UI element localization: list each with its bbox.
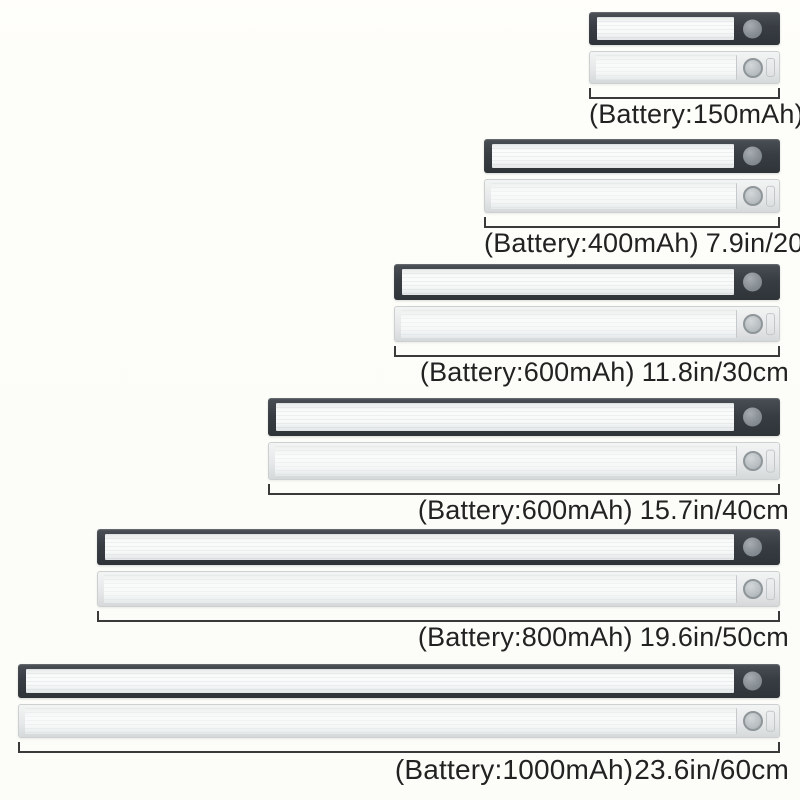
- light-bar-black-variant: [589, 12, 780, 45]
- light-bar-silver-variant: [97, 571, 780, 607]
- led-diffuser: [401, 310, 737, 338]
- battery-capacity-text: (Battery:150mAh): [589, 99, 800, 129]
- length-text: 19.6in/50cm: [639, 622, 789, 652]
- motion-sensor-icon: [743, 537, 762, 557]
- light-bar-silver-variant: [589, 51, 780, 84]
- led-diffuser: [492, 144, 734, 168]
- motion-sensor-icon: [743, 272, 762, 292]
- motion-sensor-icon: [743, 146, 762, 166]
- led-diffuser: [276, 403, 734, 431]
- battery-capacity-text: (Battery:800mAh): [417, 622, 633, 652]
- size-variant-row-10cm: (Battery:150mAh)3.9in/10cm: [589, 12, 800, 129]
- length-text: 15.7in/40cm: [639, 495, 789, 525]
- size-variant-row-20cm: (Battery:400mAh)7.9in/20cm: [484, 139, 800, 258]
- light-bar-black-variant: [268, 398, 780, 436]
- led-diffuser: [491, 183, 737, 209]
- dimension-bracket: [484, 217, 780, 228]
- led-diffuser: [104, 575, 737, 603]
- size-variant-row-50cm: (Battery:800mAh)19.6in/50cm: [97, 529, 789, 652]
- dimension-bracket: [268, 484, 780, 495]
- light-bar-black-variant: [18, 664, 780, 698]
- spec-label: (Battery:600mAh)15.7in/40cm: [268, 495, 789, 525]
- dimension-bracket: [97, 611, 780, 622]
- size-variant-row-40cm: (Battery:600mAh)15.7in/40cm: [268, 398, 789, 525]
- light-bar-silver-variant: [268, 442, 780, 480]
- light-bar-silver-variant: [18, 704, 780, 738]
- end-cap: [766, 449, 775, 473]
- light-bar-silver-variant: [394, 306, 780, 342]
- length-text: 23.6in/60cm: [634, 754, 789, 785]
- spec-label: (Battery:400mAh)7.9in/20cm: [484, 228, 800, 258]
- end-cap: [766, 710, 775, 732]
- led-diffuser: [105, 534, 734, 560]
- led-diffuser: [275, 446, 737, 476]
- size-variant-row-60cm: (Battery:1000mAh)23.6in/60cm: [18, 664, 789, 785]
- motion-sensor-icon: [743, 57, 763, 78]
- end-cap: [766, 57, 775, 78]
- motion-sensor-icon: [743, 314, 763, 334]
- battery-capacity-text: (Battery:400mAh): [484, 228, 699, 258]
- dimension-bracket: [18, 742, 780, 753]
- length-text: 11.8in/30cm: [641, 357, 789, 387]
- spec-label: (Battery:600mAh)11.8in/30cm: [394, 357, 789, 387]
- light-bar-black-variant: [484, 139, 780, 173]
- battery-capacity-text: (Battery:600mAh): [417, 495, 633, 525]
- led-diffuser: [26, 669, 734, 693]
- motion-sensor-icon: [743, 186, 763, 206]
- light-bar-silver-variant: [484, 179, 780, 213]
- motion-sensor-icon: [743, 19, 762, 38]
- motion-sensor-icon: [743, 711, 763, 731]
- led-diffuser: [25, 708, 737, 734]
- motion-sensor-icon: [743, 671, 762, 691]
- length-text: 7.9in/20cm: [705, 228, 800, 258]
- light-bar-black-variant: [394, 264, 780, 300]
- battery-capacity-text: (Battery:1000mAh): [394, 754, 634, 785]
- size-variant-row-30cm: (Battery:600mAh)11.8in/30cm: [394, 264, 789, 387]
- spec-label: (Battery:800mAh)19.6in/50cm: [97, 622, 789, 652]
- led-diffuser: [597, 17, 734, 40]
- dimension-bracket: [394, 346, 780, 357]
- led-diffuser: [402, 269, 734, 295]
- battery-capacity-text: (Battery:600mAh): [419, 357, 635, 387]
- end-cap: [766, 185, 775, 207]
- light-bar-black-variant: [97, 529, 780, 565]
- motion-sensor-icon: [743, 451, 763, 471]
- motion-sensor-icon: [743, 407, 762, 427]
- end-cap: [766, 313, 775, 335]
- end-cap: [766, 578, 775, 600]
- led-diffuser: [596, 55, 737, 80]
- motion-sensor-icon: [743, 579, 763, 599]
- dimension-bracket: [589, 88, 780, 99]
- spec-label: (Battery:150mAh)3.9in/10cm: [589, 99, 800, 129]
- spec-label: (Battery:1000mAh)23.6in/60cm: [18, 755, 789, 785]
